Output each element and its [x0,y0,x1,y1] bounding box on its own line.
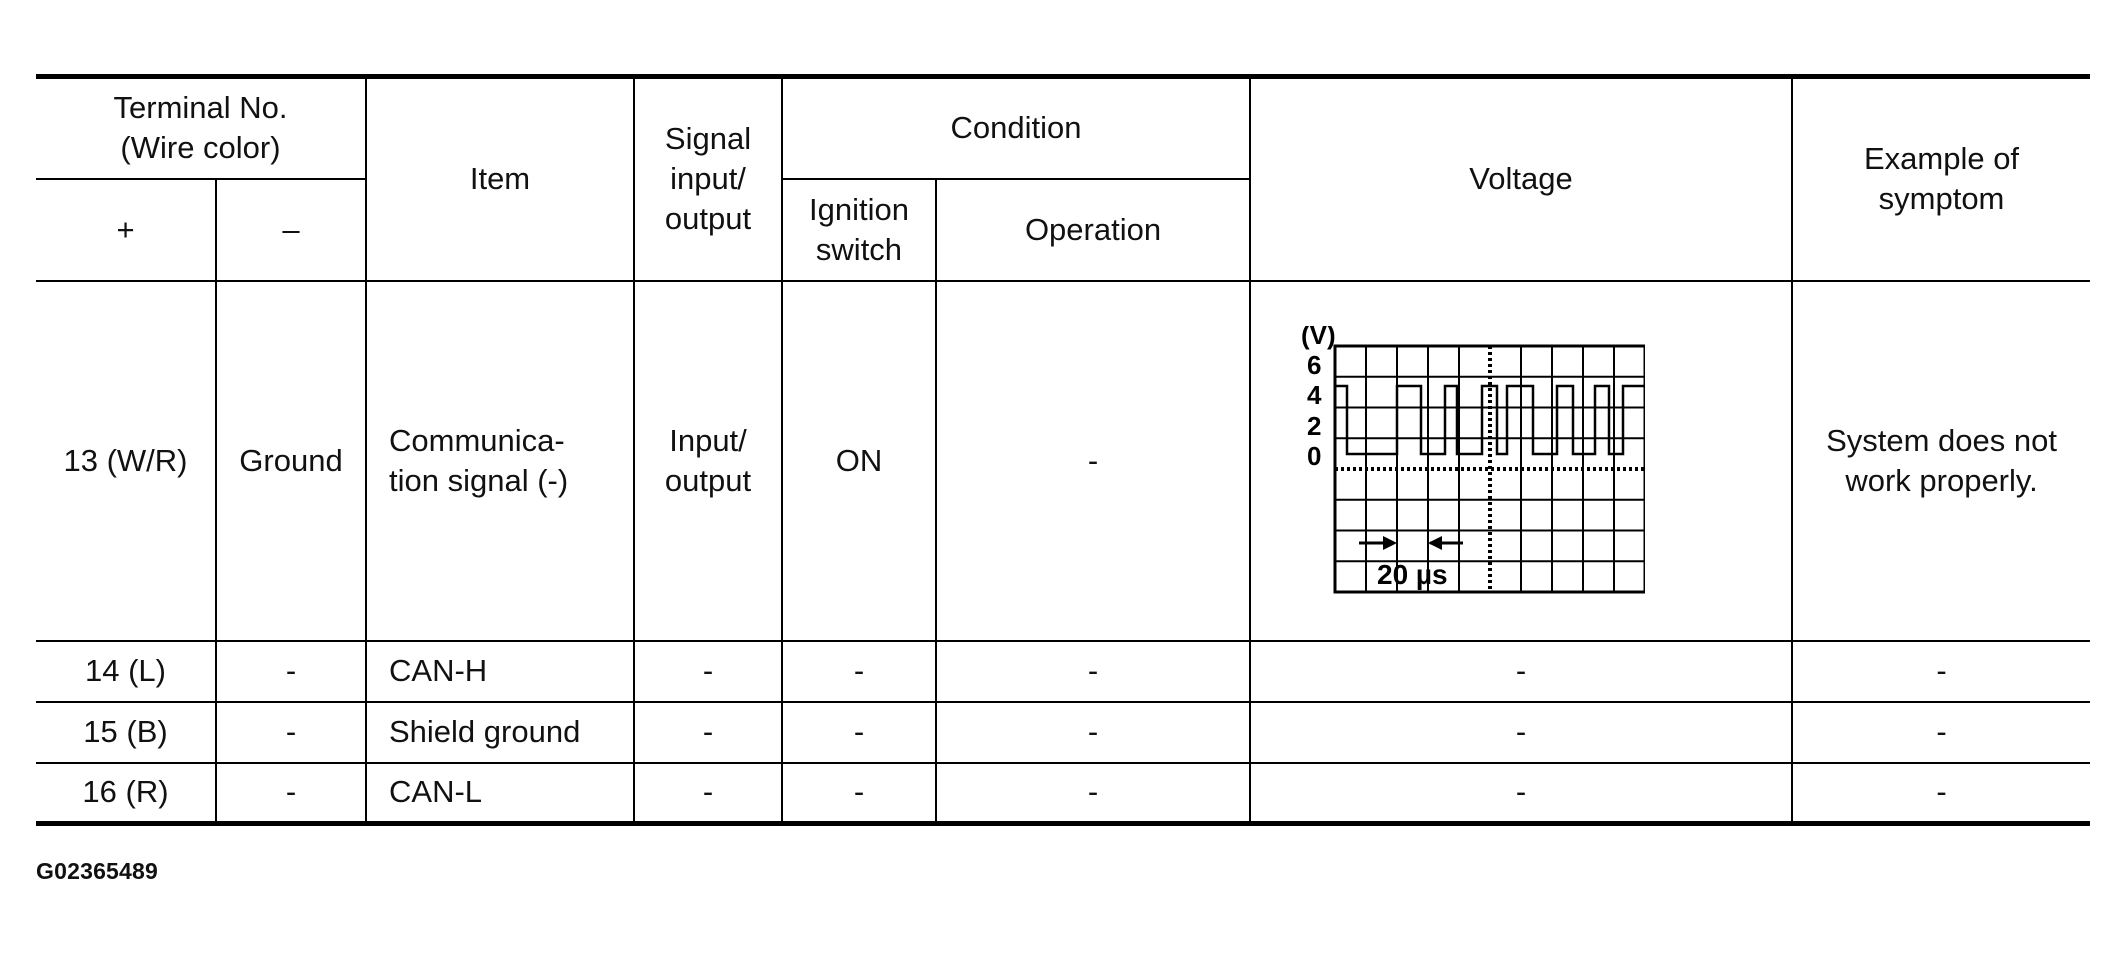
cell-terminal-minus: - [215,700,367,764]
header-ignition-switch: Ignition switch [781,177,937,282]
header-ignition-line1: Ignition [809,191,909,227]
header-plus: + [36,177,217,282]
cell-ignition: ON [781,279,937,642]
cell-symptom: - [1791,761,2091,825]
cell-operation: - [934,761,1252,825]
cell-item-line2: tion signal (-) [389,462,569,498]
header-signal-io-line2: input/ [670,161,746,197]
cell-operation: - [934,639,1252,703]
time-arrow-left-head [1383,535,1398,550]
cell-io: - [633,639,783,703]
header-item: Item [365,75,635,282]
cell-symptom: System does not work properly. [1791,279,2091,642]
cell-terminal-minus: - [215,639,367,703]
header-wire-color-label: (Wire color) [120,130,281,166]
terminal-spec-table: Terminal No. (Wire color) Item Signal in… [36,74,2091,826]
header-ignition-line2: switch [815,231,903,267]
cell-io: - [633,761,783,825]
cell-item: CAN-L [365,761,635,825]
cell-item: Communica- tion signal (-) [365,279,635,642]
header-voltage: Voltage [1249,75,1794,282]
time-arrow-right-head [1428,535,1443,550]
scope-time-label: 20 µs [1377,559,1448,590]
cell-operation: - [934,700,1252,764]
cell-io: - [633,700,783,764]
header-operation: Operation [934,177,1251,282]
scope-tick-0: 0 [1307,441,1321,471]
header-signal-io-line3: output [664,201,752,237]
cell-ignition: - [781,639,937,703]
header-symptom-line2: symptom [1878,181,2005,217]
cell-voltage-waveform: (V) 6 4 2 0 20 µs [1249,279,1794,642]
table-row: 15 (B) - Shield ground - - - - - [36,700,2091,764]
cell-terminal-plus: 13 (W/R) [36,279,217,642]
cell-terminal-plus: 16 (R) [36,761,217,825]
cell-symptom: - [1791,639,2091,703]
cell-io-line2: output [664,462,752,498]
cell-voltage: - [1249,700,1794,764]
scope-tick-2: 2 [1307,411,1321,441]
header-terminal-no: Terminal No. (Wire color) [36,75,367,180]
figure-code: G02365489 [36,858,159,884]
header-minus: – [215,177,367,282]
cell-item-line1: Communica- [389,422,565,458]
header-condition: Condition [781,75,1252,180]
header-symptom: Example of symptom [1791,75,2091,282]
cell-operation: - [934,279,1252,642]
table-row: 14 (L) - CAN-H - - - - - [36,639,2091,703]
table-row: 16 (R) - CAN-L - - - - - [36,761,2091,825]
scope-tick-6: 6 [1307,350,1321,380]
header-signal-io: Signal input/ output [633,75,783,282]
header-terminal-no-label: Terminal No. [113,90,288,126]
header-signal-io-line1: Signal [664,121,752,157]
cell-voltage: - [1249,761,1794,825]
cell-terminal-plus: 14 (L) [36,639,217,703]
cell-symptom: - [1791,700,2091,764]
cell-symptom-line1: System does not [1826,422,2057,458]
cell-io: Input/ output [633,279,783,642]
header-symptom-line1: Example of [1863,141,2020,177]
cell-terminal-plus: 15 (B) [36,700,217,764]
table-row: 13 (W/R) Ground Communica- tion signal (… [36,279,2091,642]
oscilloscope-waveform: (V) 6 4 2 0 20 µs [1301,326,1646,593]
cell-item: CAN-H [365,639,635,703]
cell-voltage: - [1249,639,1794,703]
cell-ignition: - [781,761,937,825]
cell-io-line1: Input/ [669,422,747,458]
scope-tick-4: 4 [1307,380,1322,410]
cell-terminal-minus: - [215,761,367,825]
scope-unit-label: (V) [1301,326,1336,350]
cell-item: Shield ground [365,700,635,764]
cell-ignition: - [781,700,937,764]
cell-symptom-line2: work properly. [1845,462,2038,498]
waveform-trace [1335,384,1646,455]
cell-terminal-minus: Ground [215,279,367,642]
